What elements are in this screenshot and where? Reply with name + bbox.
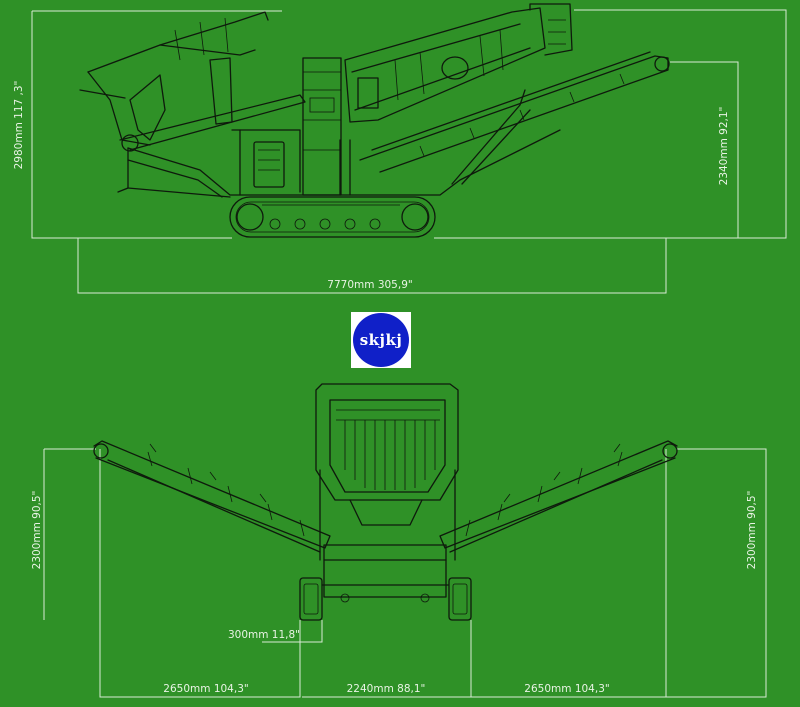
side-dimension-lines <box>31 9 787 294</box>
side-tower <box>302 57 342 196</box>
side-hopper <box>79 11 306 152</box>
front-right-conveyor <box>439 440 678 553</box>
side-height-right-label: 2340mm 92,1" <box>718 107 730 186</box>
front-view: 2300mm 90,5" 2300mm 90,5" 300mm 11,8" 26… <box>31 383 767 698</box>
front-height-right-label: 2300mm 90,5" <box>746 491 758 570</box>
front-track-width-label: 300mm 11,8" <box>228 629 300 641</box>
front-dimension-lines <box>43 448 767 698</box>
side-view: 2980mm 117 ,3" 2340mm 92,1" 7770mm 305,9… <box>13 3 787 294</box>
logo-text: skjkj <box>359 331 403 349</box>
brand-logo: skjkj <box>351 312 411 368</box>
side-track <box>229 196 436 238</box>
side-screen-box <box>344 3 573 123</box>
front-span-left-label: 2650mm 104,3" <box>163 683 248 695</box>
front-span-center-label: 2240mm 88,1" <box>347 683 426 695</box>
front-height-left-label: 2300mm 90,5" <box>31 491 43 570</box>
logo-circle: skjkj <box>353 313 409 367</box>
front-hopper <box>315 383 459 561</box>
front-left-conveyor <box>93 440 331 553</box>
side-engine <box>253 141 285 188</box>
front-chassis <box>299 544 472 621</box>
side-chassis <box>117 89 561 198</box>
side-conveyor <box>359 51 670 173</box>
side-height-left-label: 2980mm 117 ,3" <box>13 81 25 170</box>
front-span-right-label: 2650mm 104,3" <box>524 683 609 695</box>
side-length-label: 7770mm 305,9" <box>327 279 412 291</box>
